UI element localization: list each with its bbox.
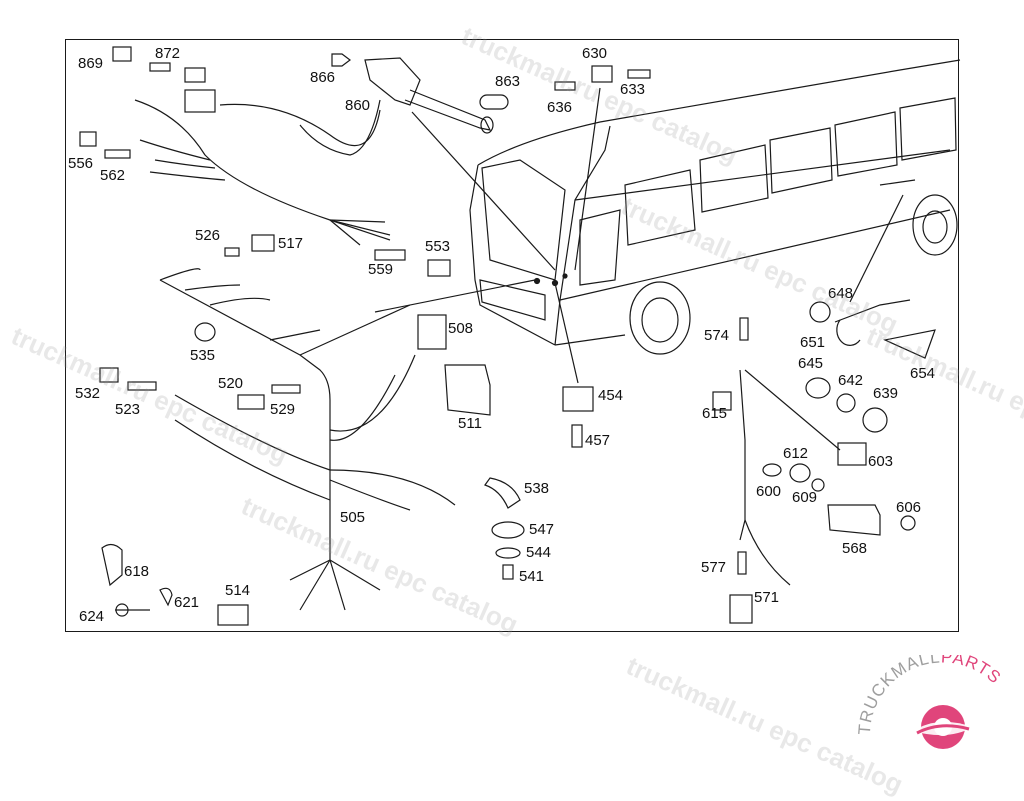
callout-574: 574 [704, 327, 729, 344]
callout-556: 556 [68, 155, 93, 172]
callout-639: 639 [873, 385, 898, 402]
callout-517: 517 [278, 235, 303, 252]
callout-863: 863 [495, 73, 520, 90]
callout-618: 618 [124, 563, 149, 580]
callout-612: 612 [783, 445, 808, 462]
callout-514: 514 [225, 582, 250, 599]
callout-648: 648 [828, 285, 853, 302]
callout-609: 609 [792, 489, 817, 506]
callout-535: 535 [190, 347, 215, 364]
upper-harness [134, 99, 391, 246]
callout-654: 654 [910, 365, 935, 382]
callout-866: 866 [310, 69, 335, 86]
callout-636: 636 [547, 99, 572, 116]
callout-541: 541 [519, 568, 544, 585]
callout-577: 577 [701, 559, 726, 576]
callout-457: 457 [585, 432, 610, 449]
callout-labels: 869 872 866 860 863 630 636 633 556 562 … [68, 45, 935, 625]
parts-diagram: 869 872 866 860 863 630 636 633 556 562 … [68, 45, 961, 626]
callout-562: 562 [100, 167, 125, 184]
callout-615: 615 [702, 405, 727, 422]
right-harness [739, 369, 841, 586]
callout-571: 571 [754, 589, 779, 606]
callout-633: 633 [620, 81, 645, 98]
combination-switch [299, 57, 494, 156]
gear-icon [913, 705, 973, 749]
callout-872: 872 [155, 45, 180, 62]
bus-illustration [469, 59, 961, 355]
callout-600: 600 [756, 483, 781, 500]
callout-869: 869 [78, 55, 103, 72]
callout-454: 454 [598, 387, 623, 404]
callout-624: 624 [79, 608, 104, 625]
callout-553: 553 [425, 238, 450, 255]
callout-538: 538 [524, 480, 549, 497]
callout-621: 621 [174, 594, 199, 611]
callout-511: 511 [458, 415, 482, 432]
callout-547: 547 [529, 521, 554, 538]
callout-860: 860 [345, 97, 370, 114]
callout-505: 505 [340, 509, 365, 526]
lower-harness [159, 268, 456, 611]
callout-603: 603 [868, 453, 893, 470]
callout-508: 508 [448, 320, 473, 337]
callout-630: 630 [582, 45, 607, 62]
callout-544: 544 [526, 544, 551, 561]
callout-606: 606 [896, 499, 921, 516]
callout-526: 526 [195, 227, 220, 244]
small-parts [79, 46, 936, 626]
callout-642: 642 [838, 372, 863, 389]
callout-523: 523 [115, 401, 140, 418]
logo-word-accent: PARTS [941, 655, 1005, 688]
callout-520: 520 [218, 375, 243, 392]
callout-645: 645 [798, 355, 823, 372]
callout-559: 559 [368, 261, 393, 278]
callout-651: 651 [800, 334, 825, 351]
callout-529: 529 [270, 401, 295, 418]
callout-532: 532 [75, 385, 100, 402]
callout-568: 568 [842, 540, 867, 557]
truckmall-parts-logo: TRUCKMALLPARTS [855, 655, 1005, 749]
line-art [79, 46, 961, 626]
diagram-frame [65, 39, 959, 632]
